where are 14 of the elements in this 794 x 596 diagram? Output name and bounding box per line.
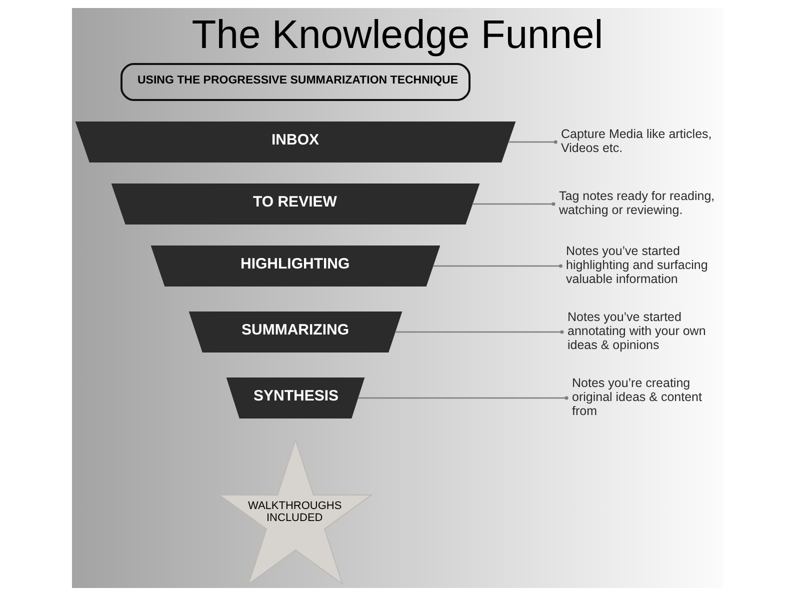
node-box: TO REVIEW (110, 184, 480, 224)
connector (508, 140, 557, 144)
node-box: INBOX (74, 122, 516, 162)
node-text: Notes you’ve started highlighting and surfacing valuable information (566, 244, 708, 286)
node-text: Notes you’re creating original ideas & content from (572, 376, 702, 418)
connector (394, 330, 564, 334)
node-text: Notes you’ve started annotating with your own ideas & opinions (567, 310, 706, 352)
node-box: USING THE PROGRESSIVE SUMMARIZATION TECHNIQUE (120, 63, 470, 101)
connector (472, 202, 555, 206)
connector (357, 396, 568, 400)
node-text: Capture Media like articles, Videos etc. (560, 127, 712, 155)
connector (432, 264, 562, 268)
node-text: Tag notes ready for reading, watching or reviewing. (558, 189, 714, 217)
diagram-title: The Knowledge Funnel (191, 13, 603, 57)
